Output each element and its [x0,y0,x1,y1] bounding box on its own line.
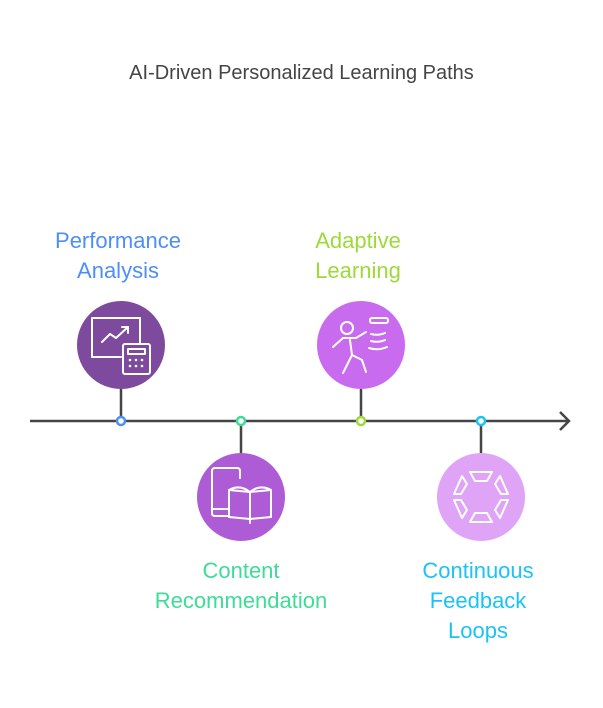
label-line: Recommendation [154,588,328,613]
person-moving-icon [317,301,405,389]
diagram-title: AI-Driven Personalized Learning Paths [129,62,474,84]
step-label-continuous-feedback-loops: Continuous Feedback Loops [358,556,598,646]
chart-calculator-icon [77,301,165,389]
phone-book-icon [197,453,285,541]
timeline-dot-3 [355,415,367,427]
timeline-dot-2 [235,415,247,427]
label-line: Content [202,558,280,583]
timeline-dot-4 [475,415,487,427]
label-line: Adaptive [315,228,401,253]
label-line: Performance [55,228,181,253]
label-line: Feedback [429,588,527,613]
label-line: Continuous [422,558,534,583]
label-line: Analysis [77,258,159,283]
hexagon-segments-icon [437,453,525,541]
label-line: Loops [448,618,508,643]
timeline-dot-1 [115,415,127,427]
step-label-content-recommendation: Content Recommendation [121,556,361,616]
step-label-performance-analysis: Performance Analysis [0,226,238,286]
step-label-adaptive-learning: Adaptive Learning [238,226,478,286]
arrow-head-icon [559,411,571,431]
label-line: Learning [315,258,401,283]
